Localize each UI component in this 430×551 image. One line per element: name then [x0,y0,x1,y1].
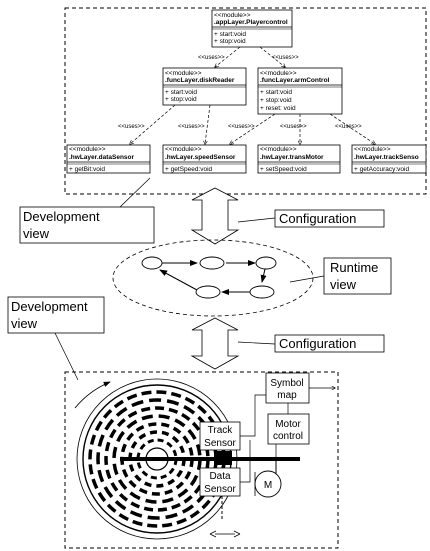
module-name: .hwLayer.speedSensor [165,154,236,161]
runtime-node [255,256,277,270]
svg-text:Track: Track [208,425,234,436]
motor-control-box: Motor control [267,413,310,445]
svg-text:Sensor: Sensor [204,438,236,449]
uses-label: <<uses>> [272,55,299,61]
module-stereotype: <<module>> [214,12,251,19]
physical-view-frame [64,371,339,549]
svg-text:Motor: Motor [275,419,301,430]
svg-text:view: view [23,226,50,241]
module-stereotype: <<module>> [260,146,297,153]
uses-label: <<uses>> [178,124,205,130]
svg-text:Symbol: Symbol [270,378,303,389]
module-op: + getAccuracy:void [354,166,409,173]
module-stereotype: <<module>> [69,146,106,153]
uses-arrows [130,46,375,144]
svg-text:view: view [11,316,38,331]
module-op: + reset: void [260,105,296,112]
uses-label: <<uses>> [228,124,255,130]
data-sensor-box: Data Sensor [199,467,241,497]
module-op: + getBit:void [69,166,105,173]
callout-line [119,177,151,208]
svg-text:Sensor: Sensor [204,484,236,495]
svg-text:Development: Development [23,209,100,224]
svg-text:view: view [330,277,357,292]
runtime-node [195,285,221,299]
module-stereotype: <<module>> [260,70,297,77]
block-arrow-up-down [190,187,240,245]
runtime-view-label: Runtime view [323,257,392,295]
module-op: + start:void [260,89,292,96]
svg-text:Configuration: Configuration [279,336,356,351]
callout-line [289,275,325,283]
module-name: .hwLayer.dataSensor [69,154,134,161]
svg-text:Data: Data [209,471,231,482]
module-op: + getSpeed:void [165,166,213,173]
module-op: + stop:void [214,38,246,45]
module-player: <<module>> .appLayer.Playercontrol + sta… [211,9,293,48]
module-op: + stop:void [165,96,197,103]
development-view-label-bottom: Development view [7,296,105,334]
runtime-view-frame [112,239,314,317]
svg-text:map: map [277,390,297,401]
svg-text:Runtime: Runtime [330,260,378,275]
module-op: + setSpeed:void [260,166,307,173]
callout-line [237,341,276,345]
development-view-frame-top [64,7,427,195]
runtime-node [199,256,225,270]
module-name: .funcLayer.diskReader [165,77,235,84]
module-stereotype: <<module>> [165,70,202,77]
block-arrow-up-down [190,317,240,370]
svg-text:Configuration: Configuration [279,211,356,226]
module-name: .funcLayer.armControl [260,77,330,84]
module-arm-control: <<module>> .funcLayer.armControl + start… [257,67,343,115]
configuration-label-bottom: Configuration [274,334,385,353]
symbol-map-box: Symbol map [265,372,310,404]
module-op: + start:void [165,89,197,96]
runtime-node [141,256,163,270]
runtime-graph [141,256,277,299]
module-data-sensor: <<module>> .hwLayer.dataSensor + getBit:… [66,144,151,174]
module-name: .hwLayer.transMotor [260,154,324,161]
track-sensor-box: Track Sensor [199,421,241,451]
module-stereotype: <<module>> [165,146,202,153]
module-name: .appLayer.Playercontrol [214,19,288,26]
svg-text:Development: Development [11,299,88,314]
motor: M [254,470,282,498]
svg-text:control: control [273,431,303,442]
runtime-node [249,285,275,299]
uses-label: <<uses>> [335,124,362,130]
uses-label: <<uses>> [280,124,307,130]
module-disk-reader: <<module>> .funcLayer.diskReader + start… [162,67,247,106]
uses-label: <<uses>> [118,124,145,130]
uses-label: <<uses>> [198,55,225,61]
module-speed-sensor: <<module>> .hwLayer.speedSensor + getSpe… [162,144,247,174]
configuration-label-top: Configuration [274,209,385,228]
callout-line [54,332,79,381]
module-trans-motor: <<module>> .hwLayer.transMotor + setSpee… [257,144,341,174]
module-name: .hwLayer.trackSenso [354,154,419,161]
module-track-sensor: <<module>> .hwLayer.trackSenso + getAccu… [351,144,427,174]
module-op: + stop:void [260,97,292,104]
module-stereotype: <<module>> [354,146,391,153]
callout-line [237,217,276,223]
development-view-label-top: Development view [19,206,155,244]
wiring [240,388,335,483]
svg-text:M: M [264,480,272,491]
module-op: + start:void [214,31,246,38]
